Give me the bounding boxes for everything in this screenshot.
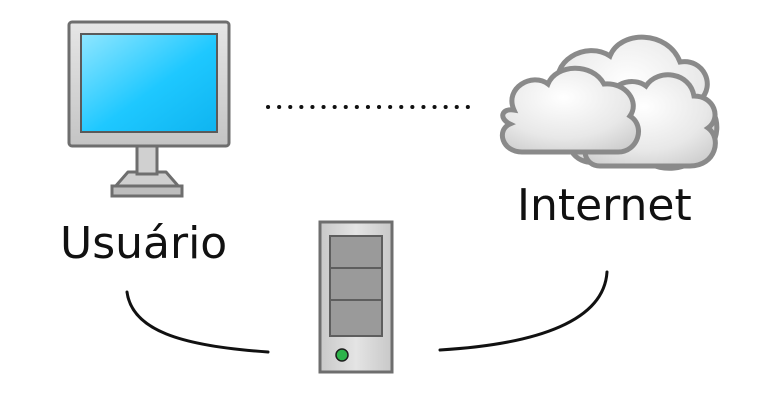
user-label: Usuário (60, 218, 228, 269)
cloud-icon (499, 34, 720, 171)
server-tower-icon (318, 220, 394, 374)
internet-label: Internet (517, 180, 692, 231)
computer-monitor-icon (67, 20, 231, 198)
power-led-icon (335, 348, 349, 362)
connection-server-internet (438, 270, 609, 352)
connection-user-server (125, 290, 270, 354)
